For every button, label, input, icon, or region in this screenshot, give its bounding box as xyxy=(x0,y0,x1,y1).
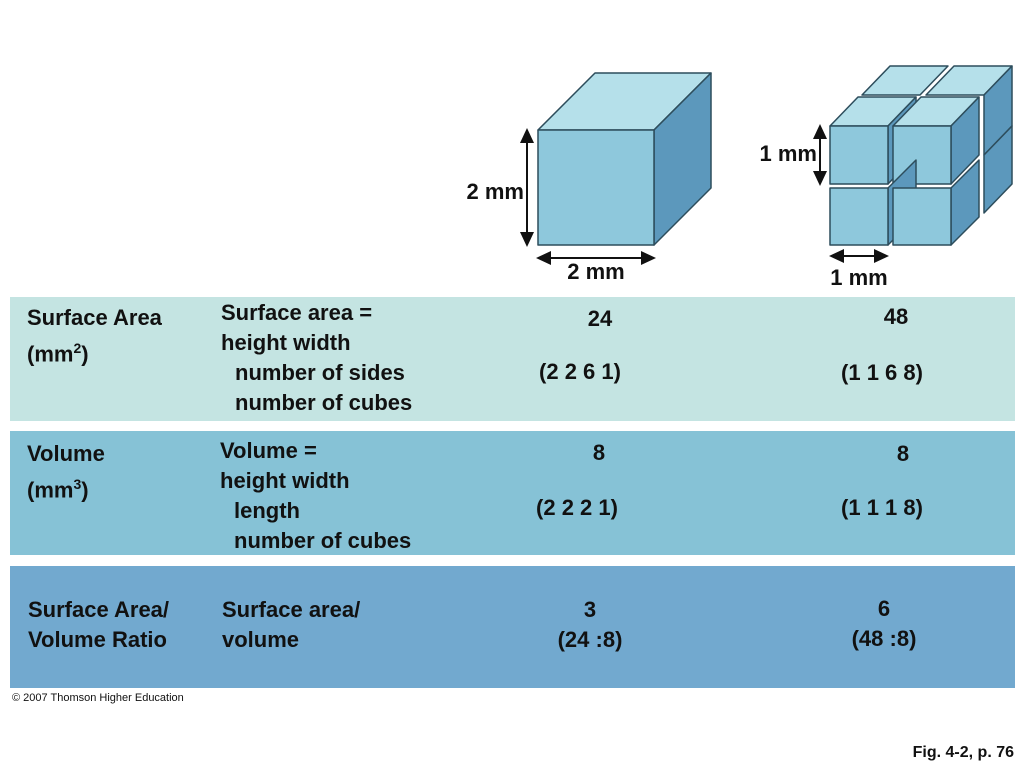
formula-line: Surface area/ xyxy=(222,597,361,622)
small-cube-width-label: 1 mm xyxy=(830,265,887,290)
small-cubes xyxy=(829,65,1013,246)
large-cube-ratio-calc: (24 :8) xyxy=(557,627,623,652)
small-cube xyxy=(983,125,1013,214)
large-cube-width-label: 2 mm xyxy=(567,259,624,284)
large-cube-surface-area-calc: (2 2 6 1) xyxy=(539,359,621,384)
large-cube-volume-value: 8 xyxy=(592,440,606,465)
small-cube xyxy=(861,65,949,96)
large-cube-volume-calc: (2 2 2 1) xyxy=(536,495,618,520)
large-cube-ratio-value: 3 xyxy=(583,597,597,622)
large-cube-surface-area-value: 24 xyxy=(587,306,613,331)
small-cubes-surface-area-calc: (1 1 6 8) xyxy=(841,360,923,385)
formula-line: volume xyxy=(222,627,300,652)
ratio-title: Surface Area/ Volume Ratio xyxy=(28,597,170,652)
small-cubes-ratio-calc: (48 :8) xyxy=(851,626,917,651)
small-cube xyxy=(829,125,889,185)
ratio-row xyxy=(10,566,1015,688)
cube-diagram: 2 mm 2 mm 1 mm xyxy=(467,65,1013,290)
figure-reference: Fig. 4-2, p. 76 xyxy=(912,744,1014,761)
formula-line: number of sides xyxy=(235,360,405,385)
volume-row xyxy=(10,431,1015,555)
small-cube-width-dimension: 1 mm xyxy=(829,249,889,290)
small-cube-height-dimension: 1 mm xyxy=(760,124,827,186)
large-cube-ratio: 3 (24 :8) xyxy=(558,595,623,655)
small-cube-height-label: 1 mm xyxy=(760,141,817,166)
volume-formula: Volume = height width length number of c… xyxy=(220,436,411,556)
formula-line: Volume = xyxy=(220,438,317,463)
formula-line: number of cubes xyxy=(234,528,412,553)
large-cube xyxy=(537,72,712,246)
small-cubes-volume-value: 8 xyxy=(896,441,910,466)
small-cube xyxy=(892,187,952,246)
large-cube-height-label: 2 mm xyxy=(467,179,524,204)
large-cube-front-face xyxy=(537,129,655,246)
small-cubes-volume-calc: (1 1 1 8) xyxy=(841,495,923,520)
formula-line: length xyxy=(234,498,300,523)
large-cube-width-dimension: 2 mm xyxy=(536,251,656,284)
formula-line: Surface area = xyxy=(221,300,373,325)
surface-area-row xyxy=(10,297,1015,421)
small-cubes-ratio-value: 6 xyxy=(877,596,891,621)
small-cubes-surface-area-value: 48 xyxy=(883,304,909,329)
surface-area-formula: Surface area = height width number of si… xyxy=(221,298,412,418)
ratio-formula: Surface area/ volume xyxy=(222,595,360,655)
surface-area-title: Surface Area (mm2) xyxy=(27,305,162,367)
small-cubes-ratio: 6 (48 :8) xyxy=(852,594,917,654)
formula-line: number of cubes xyxy=(235,390,413,415)
formula-line: height width xyxy=(220,468,350,493)
large-cube-height-dimension: 2 mm xyxy=(467,128,534,247)
volume-title: Volume (mm3) xyxy=(27,441,105,503)
formula-line: height width xyxy=(221,330,351,355)
small-cube xyxy=(829,187,889,246)
copyright-notice: © 2007 Thomson Higher Education xyxy=(12,692,184,704)
